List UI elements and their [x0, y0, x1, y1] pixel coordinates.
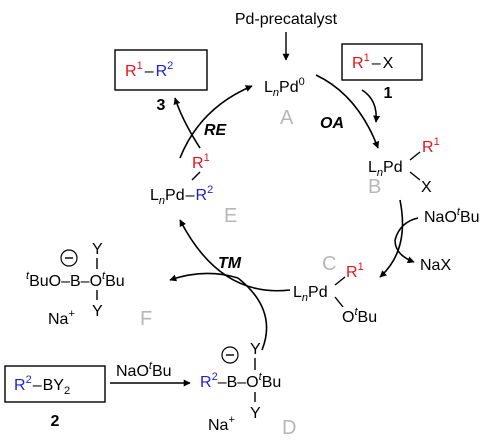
intermediate-A-formula: LnPd0 [264, 76, 305, 99]
reagent-2-formula: R2–BY2 [14, 374, 70, 397]
intermediate-C-r1: R1 [346, 261, 364, 281]
reagent-2-box [4, 365, 106, 403]
bond-E-pd-r1 [191, 171, 201, 181]
label-F: F [140, 308, 152, 330]
product-3-box [114, 49, 208, 91]
borate-D-y-bottom: Y [250, 405, 261, 422]
arrow-tm-to-borate-f [169, 272, 239, 282]
arrow-to-product-3 [173, 97, 201, 149]
arc-oxidative-addition [315, 74, 380, 149]
borate-D-charge-circle [221, 346, 239, 364]
bond-B-pd-x [409, 171, 421, 181]
bond-B-pd-r1 [409, 151, 421, 161]
label-D: D [282, 417, 296, 439]
borate-F-charge-circle [60, 249, 78, 267]
borate-D-formula: R2–B–OtBu [200, 371, 281, 391]
compound-number-3: 3 [157, 97, 166, 114]
compound-number-1: 1 [384, 85, 393, 102]
step-label-re: RE [204, 122, 228, 139]
intermediate-B-formula: LnPd [368, 159, 403, 179]
borate-D-y-top: Y [250, 341, 261, 358]
arc-reductive-elimination [179, 85, 253, 159]
borate-F-counterion: Na+ [48, 308, 75, 328]
intermediate-E-r1: R1 [192, 152, 210, 172]
bond-C-pd-r1 [334, 276, 346, 286]
borate-F-y-top: Y [92, 241, 103, 258]
intermediate-C-formula: LnPd [293, 284, 328, 304]
arrow-naotbu-in [394, 217, 419, 241]
borate-F-formula: tBuO–B–OtBu [26, 270, 125, 290]
arc-base-exchange [379, 199, 404, 278]
arc-transmetalation [179, 219, 291, 292]
label-B: B [368, 176, 381, 198]
label-E: E [224, 205, 237, 227]
intermediate-E-formula: LnPd–R2 [150, 184, 213, 207]
base-naotbu-label: NaOtBu [424, 206, 480, 226]
precatalyst-label: Pd-precatalyst [235, 11, 338, 28]
arrow-from-aryl-halide-1 [361, 89, 381, 123]
step-label-oa: OA [320, 115, 344, 132]
arrow-nax-out [394, 239, 415, 264]
intermediate-C-otbu: OtBu [342, 306, 377, 326]
step-label-tm: TM [218, 255, 242, 272]
label-C: C [322, 253, 336, 275]
arrow-borate-d-to-tm [237, 277, 268, 351]
arrow-reagent-naotbu: NaOtBu [116, 360, 172, 380]
bond-C-pd-o [334, 296, 344, 308]
intermediate-B-r1: R1 [422, 136, 440, 156]
product-3-formula: R1–R2 [125, 60, 173, 80]
reagent-1-formula: R1–X [352, 52, 394, 72]
borate-D-counterion: Na+ [208, 414, 235, 434]
compound-number-2: 2 [51, 413, 60, 430]
borate-F-y-bottom: Y [92, 303, 103, 320]
reagent-1-box [341, 43, 423, 81]
label-A: A [280, 107, 294, 129]
byproduct-nax-label: NaX [420, 257, 451, 274]
intermediate-B-x: X [421, 179, 432, 196]
